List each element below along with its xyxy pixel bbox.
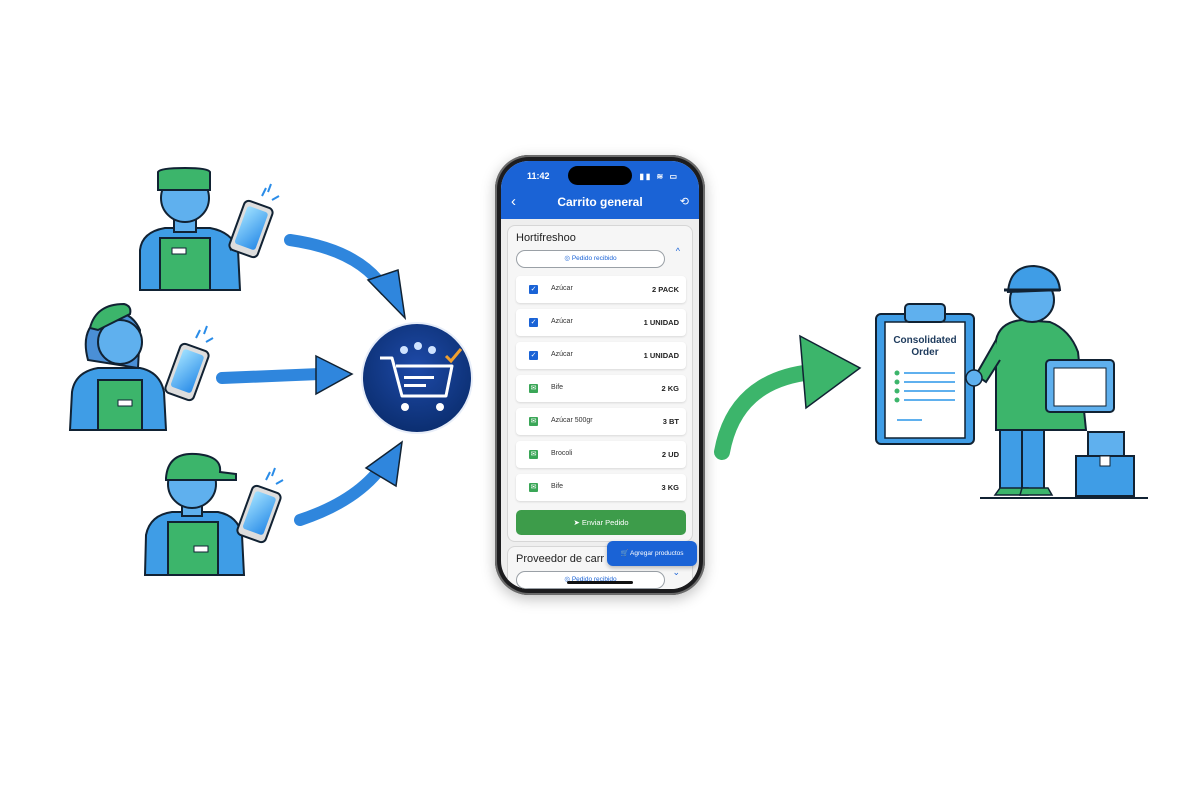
item-qty: 3 KG [661, 483, 679, 492]
item-qty: 1 UNIDAD [643, 351, 679, 360]
back-button[interactable]: ‹ [511, 193, 516, 210]
item-name: Bife [551, 384, 564, 391]
chevron-up-icon[interactable]: ^ [675, 246, 680, 256]
chevron-down-icon[interactable]: ⌄ [672, 567, 680, 577]
worker-top [139, 166, 280, 291]
checkbox-icon[interactable]: ✓ [529, 285, 538, 294]
history-icon[interactable]: ⟲ [679, 196, 689, 208]
envelope-icon: ✉ [529, 384, 538, 393]
item-name: Brocoli [551, 450, 573, 457]
status-icons: ▮▮ ≋ ▭ [639, 172, 679, 181]
clipboard-title-line2: Order [911, 347, 939, 358]
status-pill[interactable]: ◎ Pedido recibido [516, 571, 665, 589]
list-item[interactable]: ✉ Bife 3 KG [516, 474, 686, 501]
green-arrow-icon [714, 334, 862, 460]
delivery-worker [965, 264, 1148, 499]
list-item[interactable]: ✓ Azúcar 1 UNIDAD [516, 342, 686, 369]
item-qty: 2 KG [661, 384, 679, 393]
list-item[interactable]: ✓ Azúcar 2 PACK [516, 276, 686, 303]
list-item[interactable]: ✉ Bife 2 KG [516, 375, 686, 402]
worker-bottom [143, 452, 284, 576]
home-indicator [567, 581, 633, 584]
arrows-to-cart [216, 234, 407, 526]
clipboard-title: Consolidated Order [885, 335, 965, 359]
clipboard-title-line1: Consolidated [893, 335, 957, 346]
item-name: Azúcar 500gr [551, 417, 593, 424]
item-name: Bife [551, 483, 564, 490]
status-bar: 11:42 ▮▮ ≋ ▭ [501, 171, 699, 185]
envelope-icon: ✉ [529, 483, 538, 492]
checkbox-icon[interactable]: ✓ [529, 351, 538, 360]
list-item[interactable]: ✉ Azúcar 500gr 3 BT [516, 408, 686, 435]
item-name: Azúcar [551, 351, 573, 358]
item-qty: 2 PACK [652, 285, 679, 294]
envelope-icon: ✉ [529, 450, 538, 459]
supplier-name: Hortifreshoo [516, 232, 576, 244]
list-item[interactable]: ✓ Azúcar 1 UNIDAD [516, 309, 686, 336]
supplier-order-card: Hortifreshoo ◎ Pedido recibido ^ ✓ Azúca… [507, 225, 693, 542]
app-bar: 11:42 ▮▮ ≋ ▭ ‹ Carrito general ⟲ [501, 161, 699, 219]
supplier-name: Proveedor de carr [516, 553, 605, 565]
checkbox-icon[interactable]: ✓ [529, 318, 538, 327]
item-qty: 1 UNIDAD [643, 318, 679, 327]
page-title: Carrito general [557, 195, 643, 209]
item-name: Azúcar [551, 318, 573, 325]
clipboard-icon [875, 303, 975, 445]
item-qty: 2 UD [661, 450, 679, 459]
add-products-button[interactable]: 🛒 Agregar productos [607, 541, 697, 566]
send-order-button[interactable]: ➤ Enviar Pedido [516, 510, 686, 535]
phone-screen: 11:42 ▮▮ ≋ ▭ ‹ Carrito general ⟲ Hortifr… [501, 161, 699, 589]
list-item[interactable]: ✉ Brocoli 2 UD [516, 441, 686, 468]
content-area: Hortifreshoo ◎ Pedido recibido ^ ✓ Azúca… [501, 219, 699, 589]
worker-middle [68, 302, 214, 431]
status-pill[interactable]: ◎ Pedido recibido [516, 250, 665, 268]
item-name: Azúcar [551, 285, 573, 292]
cart-badge-icon [361, 322, 473, 434]
envelope-icon: ✉ [529, 417, 538, 426]
item-qty: 3 BT [662, 417, 679, 426]
status-time: 11:42 [527, 171, 550, 181]
dynamic-island [568, 166, 632, 185]
phone-mockup: 11:42 ▮▮ ≋ ▭ ‹ Carrito general ⟲ Hortifr… [495, 155, 705, 595]
